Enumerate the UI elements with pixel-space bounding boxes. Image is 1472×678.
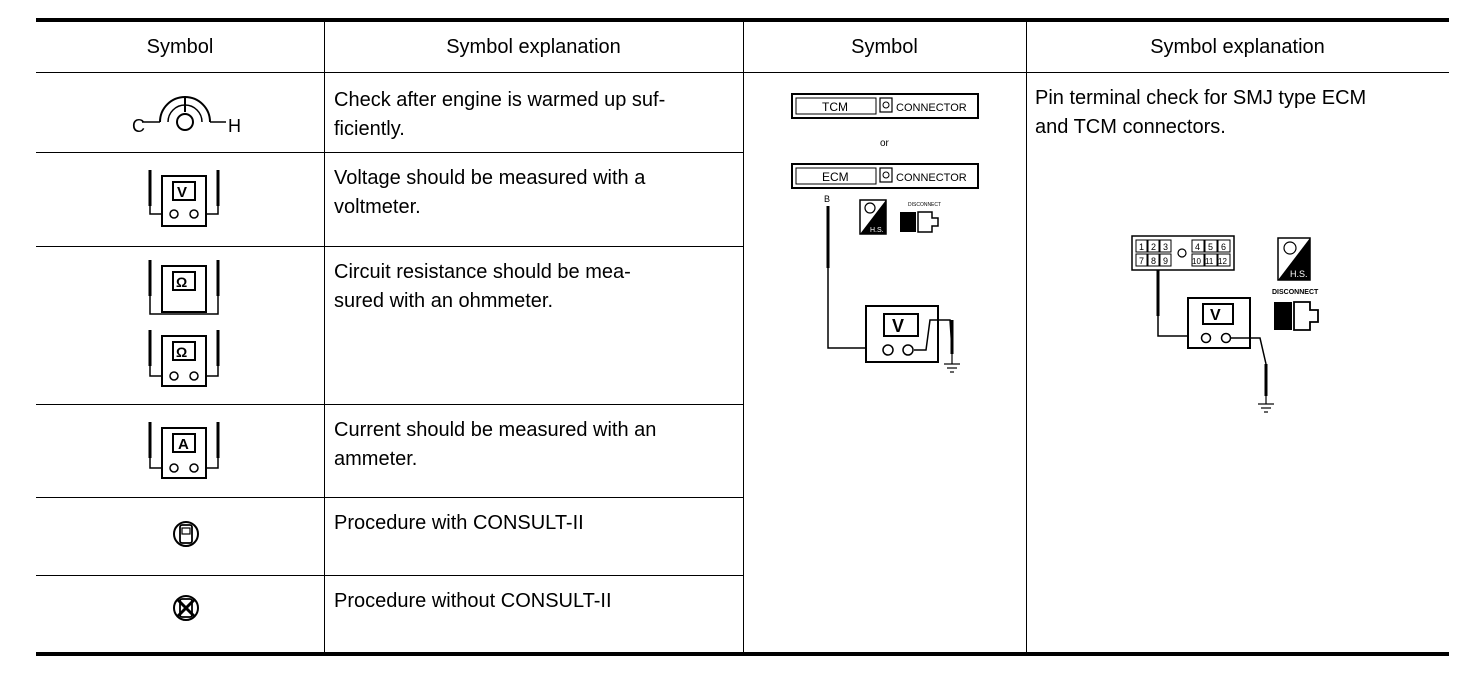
explanation-pin-check: Pin terminal check for SMJ type ECM and … bbox=[1035, 87, 1367, 138]
explanation-consult: Procedure with CONSULT-II bbox=[334, 512, 584, 534]
header-symbol-1: Symbol bbox=[146, 35, 214, 58]
engine-warm-gauge-icon: C H bbox=[120, 88, 250, 140]
gauge-cold-label: C bbox=[132, 116, 145, 136]
table-bottom-rule bbox=[36, 652, 1449, 656]
pin-number: 12 bbox=[1218, 257, 1227, 266]
pin-number: 10 bbox=[1192, 257, 1201, 266]
ecm-label: ECM bbox=[822, 170, 849, 184]
voltmeter-icon: V bbox=[140, 166, 230, 232]
pin-number: 5 bbox=[1208, 242, 1213, 252]
header-explanation-2: Symbol explanation bbox=[1150, 35, 1325, 58]
col-divider-2 bbox=[743, 22, 744, 652]
meter-letter: Ω bbox=[176, 274, 187, 290]
row-divider bbox=[36, 404, 743, 405]
or-label: or bbox=[880, 138, 890, 149]
meter-letter: A bbox=[178, 436, 189, 453]
disconnect-label: DISCONNECT bbox=[1272, 289, 1319, 296]
pin-number: 1 bbox=[1139, 242, 1144, 252]
connector-label: CONNECTOR bbox=[896, 102, 967, 114]
col-divider-3 bbox=[1026, 22, 1027, 652]
tcm-label: TCM bbox=[822, 100, 848, 114]
pin-number: 11 bbox=[1205, 257, 1214, 266]
meter-letter: V bbox=[177, 184, 187, 201]
meter-letter: Ω bbox=[176, 344, 187, 360]
table-top-rule bbox=[36, 18, 1449, 22]
no-consult-ii-icon bbox=[166, 588, 206, 628]
header-divider bbox=[36, 72, 1449, 73]
disconnect-label: DISCONNECT bbox=[908, 202, 941, 208]
pin-number: 4 bbox=[1195, 242, 1200, 252]
ohmmeter-icon-alt: Ω bbox=[140, 326, 230, 392]
hs-label: H.S. bbox=[870, 227, 884, 234]
wire-label: B bbox=[824, 194, 830, 204]
explanation-ammeter: Current should be measured with an ammet… bbox=[334, 419, 657, 470]
gauge-hot-label: H bbox=[228, 116, 241, 136]
meter-letter: V bbox=[892, 316, 904, 336]
pin-number: 9 bbox=[1163, 256, 1168, 266]
explanation-voltmeter: Voltage should be measured with a voltme… bbox=[334, 167, 646, 218]
pin-number: 2 bbox=[1151, 242, 1156, 252]
pin-terminal-diagram: 1 2 3 7 8 9 4 5 6 10 11 12 H.S. DISCONNE… bbox=[1128, 230, 1348, 420]
consult-ii-icon bbox=[166, 514, 206, 554]
hs-label: H.S. bbox=[1290, 269, 1308, 279]
row-divider bbox=[36, 575, 743, 576]
meter-letter: V bbox=[1210, 307, 1221, 324]
pin-number: 8 bbox=[1151, 256, 1156, 266]
explanation-ohmmeter: Circuit resistance should be mea- sured … bbox=[334, 261, 631, 312]
ammeter-icon: A bbox=[140, 418, 230, 484]
row-divider bbox=[36, 246, 743, 247]
explanation-no-consult: Procedure without CONSULT-II bbox=[334, 590, 612, 612]
explanation-engine-warm: Check after engine is warmed up suf- fic… bbox=[334, 89, 666, 140]
header-explanation-1: Symbol explanation bbox=[446, 35, 621, 58]
connector-label: CONNECTOR bbox=[896, 172, 967, 184]
pin-number: 6 bbox=[1221, 242, 1226, 252]
connector-probe-diagram: TCM CONNECTOR or ECM CONNECTOR B H.S. DI… bbox=[780, 88, 1000, 388]
pin-number: 3 bbox=[1163, 242, 1168, 252]
col-divider-1 bbox=[324, 22, 325, 652]
row-divider bbox=[36, 497, 743, 498]
row-divider bbox=[36, 152, 743, 153]
header-symbol-2: Symbol bbox=[851, 35, 918, 58]
pin-number: 7 bbox=[1139, 256, 1144, 266]
ohmmeter-icon: Ω bbox=[140, 256, 230, 322]
